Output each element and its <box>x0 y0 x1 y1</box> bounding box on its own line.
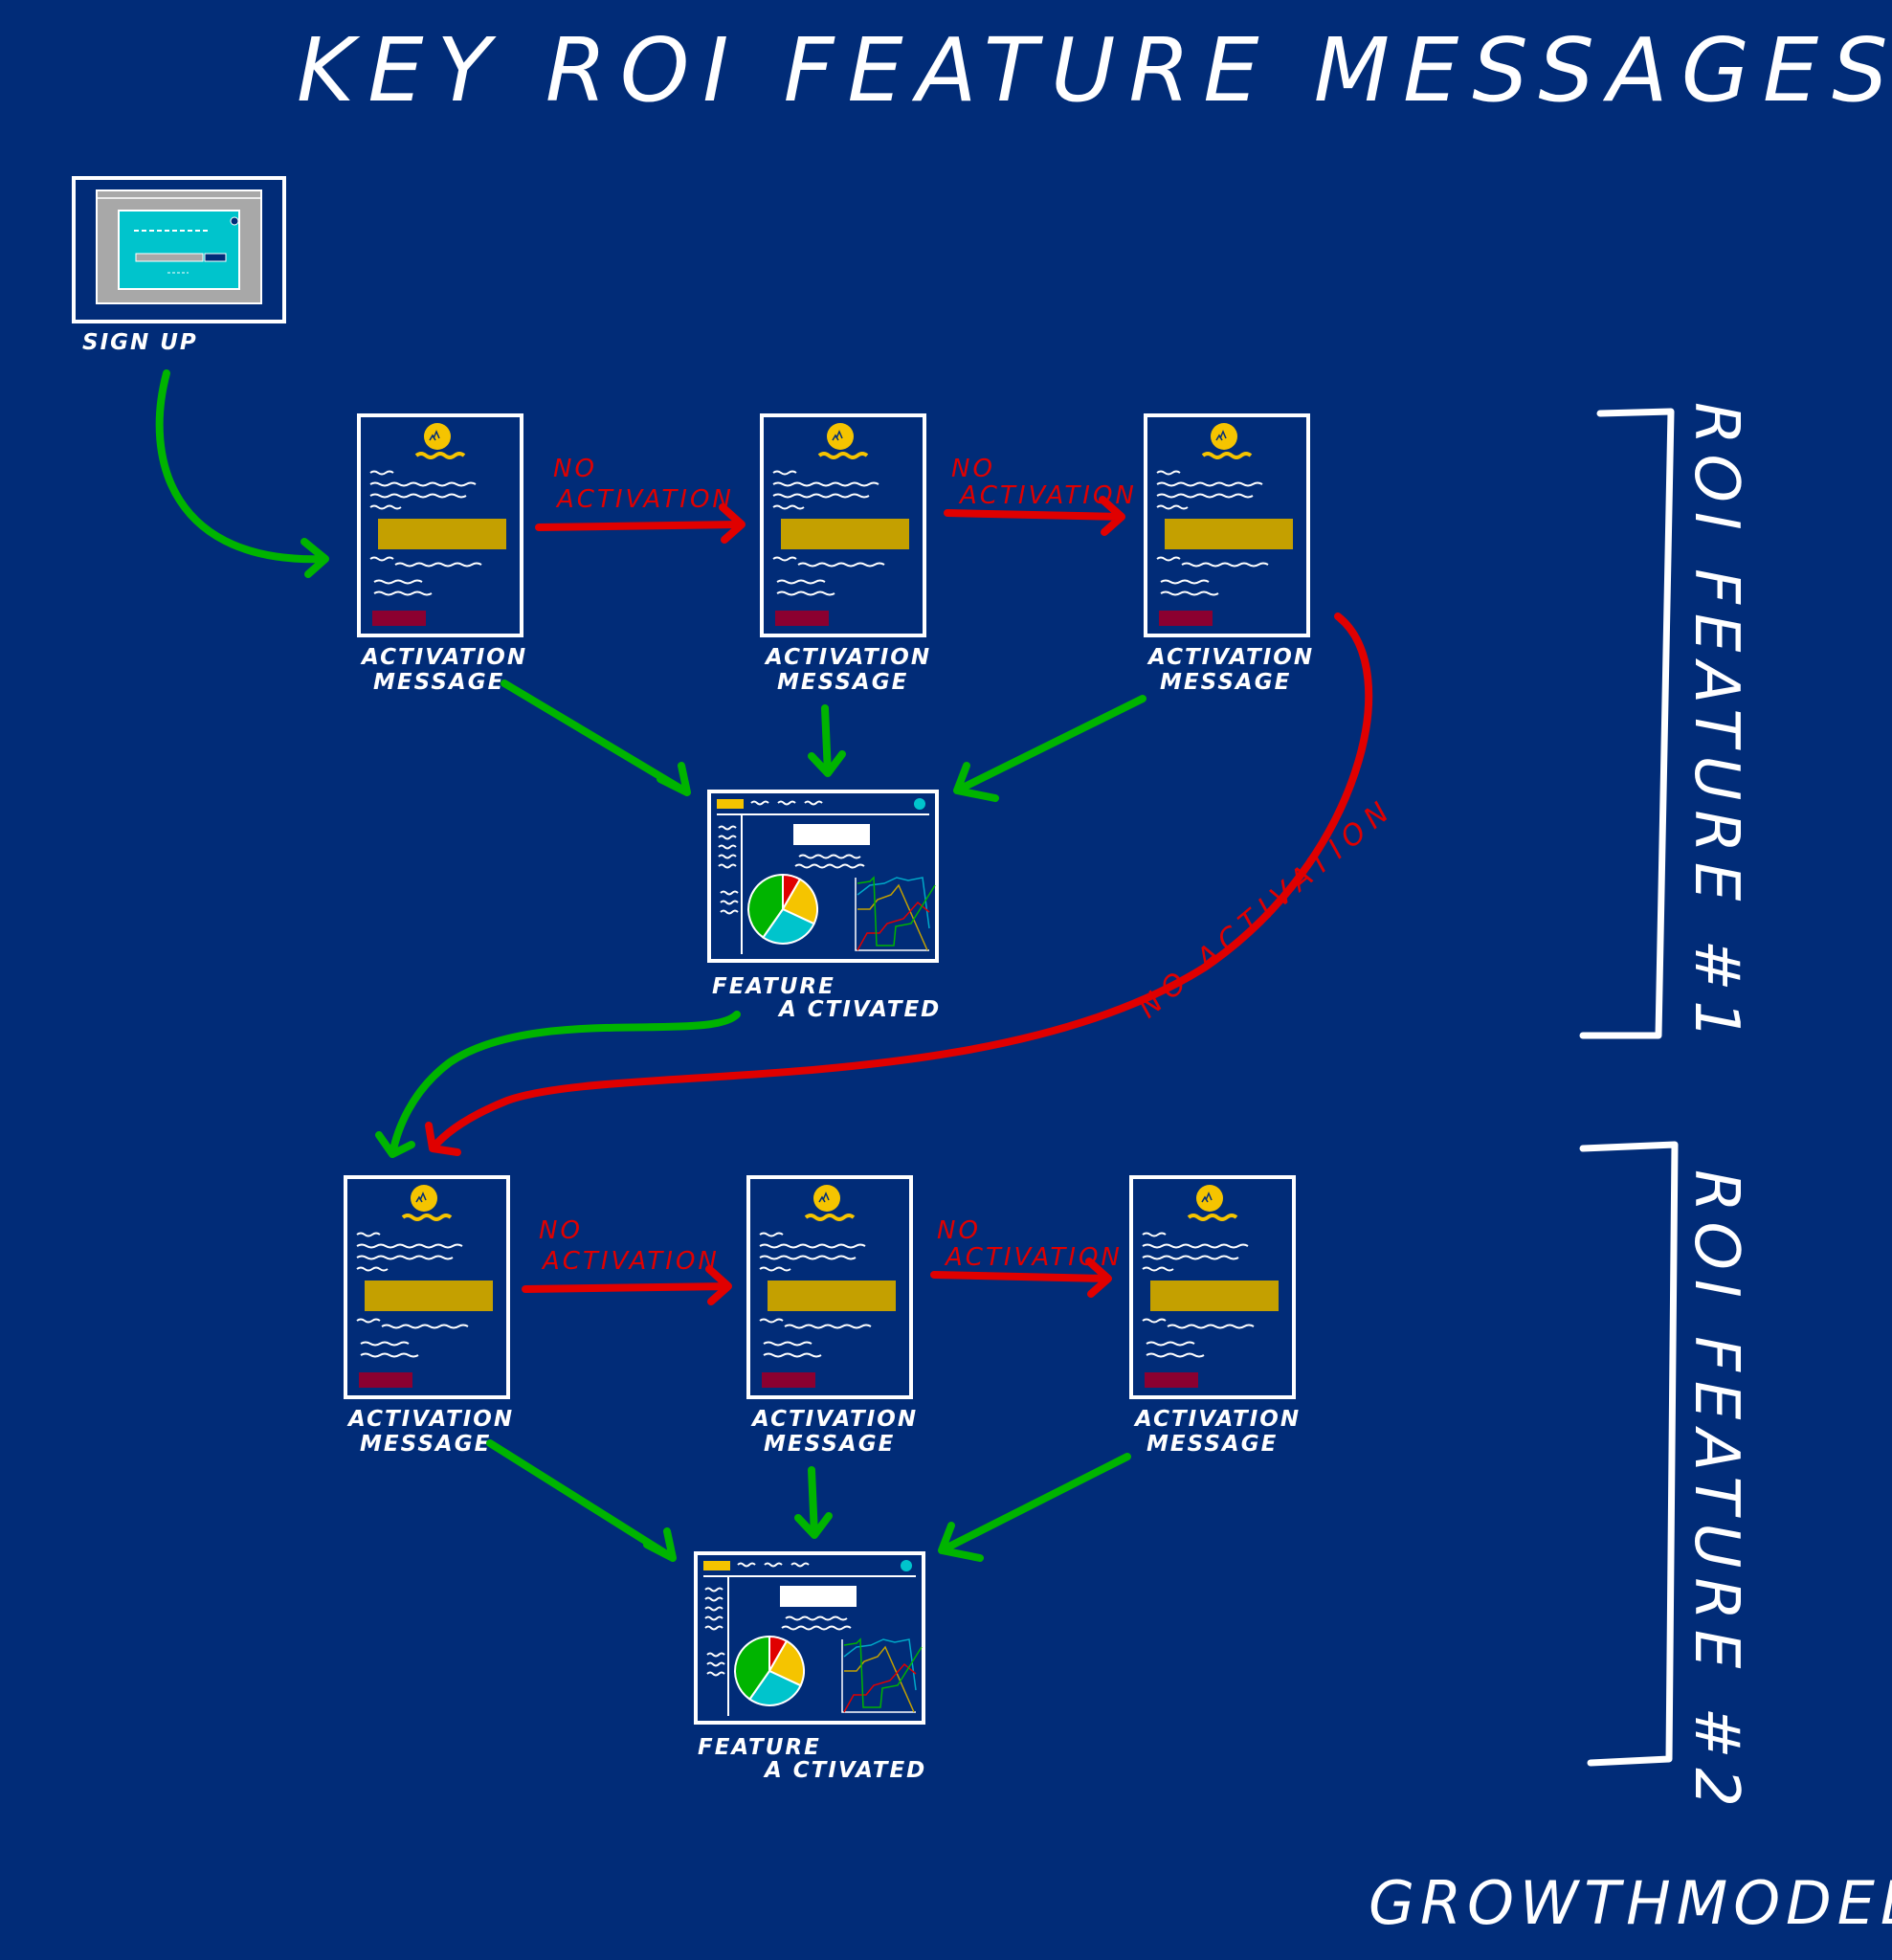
brackets <box>1579 408 1679 1767</box>
svg-text:ACTIVATION: ACTIVATION <box>1133 1407 1301 1432</box>
svg-text:ACTIVATION: ACTIVATION <box>346 1407 514 1432</box>
signup-screen <box>72 176 286 323</box>
feature-activated-label-2: FEATURE <box>698 1735 821 1760</box>
card-labels-row-2: ACTIVATION MESSAGE ACTIVATION MESSAGE AC… <box>346 1407 1301 1457</box>
page-title: KEY ROI FEATURE MESSAGES <box>297 19 1892 122</box>
roi-feature-1-label: ROI FEATURE #1 <box>1681 402 1751 1049</box>
activation-message-card-5 <box>746 1175 913 1399</box>
signup-label: SIGN UP <box>82 330 198 355</box>
feature-activated-label-2b: A CTIVATED <box>763 1758 926 1783</box>
svg-text:MESSAGE: MESSAGE <box>373 670 504 695</box>
footer-brand: GROWTHMODELS.CO <box>1369 1868 1892 1938</box>
svg-text:MESSAGE: MESSAGE <box>764 1432 895 1457</box>
feature-activated-label-1: FEATURE <box>712 974 835 999</box>
svg-text:NO: NO <box>951 455 995 483</box>
svg-text:MESSAGE: MESSAGE <box>1146 1432 1278 1457</box>
activation-message-card-3 <box>1144 413 1310 637</box>
feature-activated-label-1b: A CTIVATED <box>777 997 941 1022</box>
svg-text:NO: NO <box>553 455 597 483</box>
svg-text:ACTIVATION: ACTIVATION <box>555 485 734 514</box>
svg-text:MESSAGE: MESSAGE <box>360 1432 491 1457</box>
svg-text:ACTIVATION: ACTIVATION <box>958 481 1137 510</box>
feature-dashboard-1 <box>707 790 939 963</box>
card-labels-row-1: ACTIVATION MESSAGE ACTIVATION MESSAGE AC… <box>360 645 1314 695</box>
activation-message-card-2 <box>760 413 926 637</box>
roi-feature-2-label: ROI FEATURE #2 <box>1681 1169 1751 1816</box>
svg-text:MESSAGE: MESSAGE <box>1160 670 1291 695</box>
svg-text:ACTIVATION: ACTIVATION <box>360 645 527 670</box>
activation-message-card-1 <box>357 413 523 637</box>
success-arrows <box>155 369 1146 1562</box>
svg-text:ACTIVATION: ACTIVATION <box>541 1247 720 1276</box>
svg-text:NO: NO <box>937 1216 981 1245</box>
svg-text:ACTIVATION: ACTIVATION <box>764 645 931 670</box>
failure-arrows <box>425 496 1373 1305</box>
activation-message-card-4 <box>344 1175 510 1399</box>
no-activation-labels: NO ACTIVATION NO ACTIVATION NO ACTIVATIO… <box>539 455 1401 1276</box>
svg-text:ACTIVATION: ACTIVATION <box>1146 645 1314 670</box>
activation-message-card-6 <box>1129 1175 1296 1399</box>
feature-dashboard-2 <box>694 1551 925 1725</box>
svg-text:ACTIVATION: ACTIVATION <box>750 1407 918 1432</box>
svg-text:ACTIVATION: ACTIVATION <box>944 1243 1123 1272</box>
svg-text:MESSAGE: MESSAGE <box>777 670 908 695</box>
svg-text:NO ACTIVATION: NO ACTIVATION <box>1132 791 1402 1025</box>
svg-text:NO: NO <box>539 1216 583 1245</box>
